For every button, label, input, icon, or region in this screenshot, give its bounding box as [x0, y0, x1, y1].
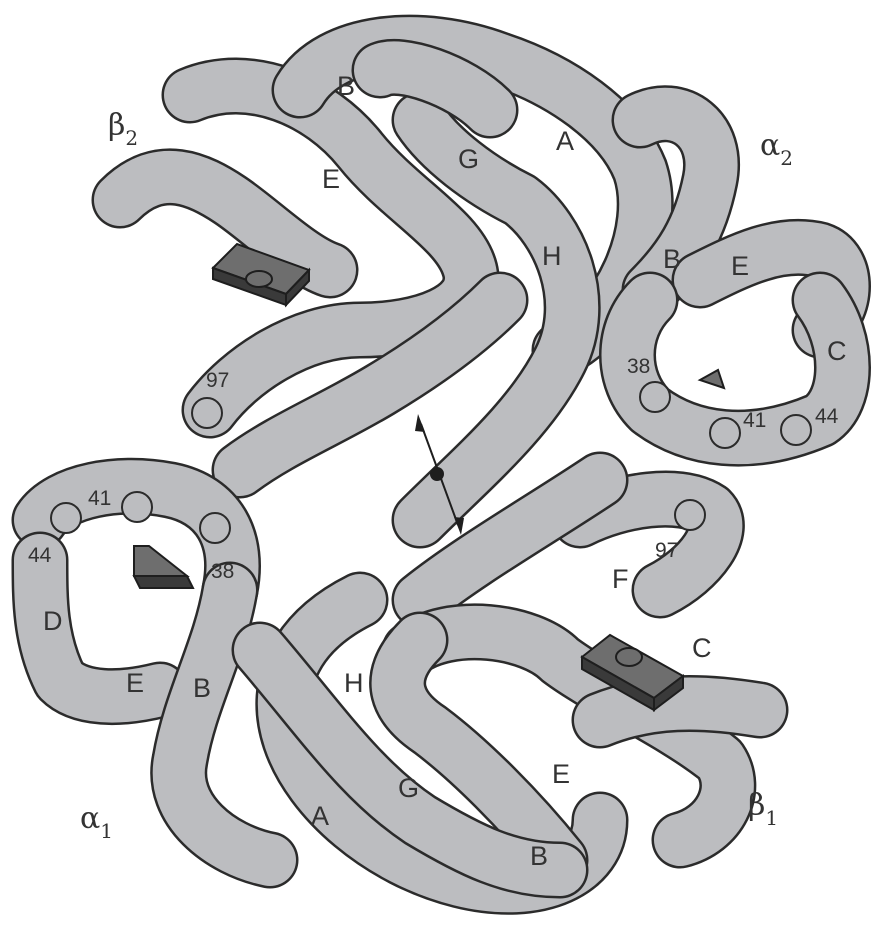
helix-label: F	[612, 564, 629, 594]
helix-label: D	[43, 606, 63, 636]
helix-segment-fill	[234, 624, 586, 896]
helix-label: B	[663, 244, 681, 274]
helix-label: H	[542, 241, 562, 271]
residue-number: 97	[655, 539, 678, 562]
residue-marker	[780, 414, 812, 446]
helix-label: E	[552, 759, 570, 789]
helix-segment-fill	[394, 94, 599, 546]
helix-segment-fill	[94, 150, 356, 296]
residue-marker	[639, 381, 671, 413]
residue-number: 41	[743, 409, 766, 432]
residue-marker	[709, 417, 741, 449]
residue-marker	[121, 491, 153, 523]
helix-label: B	[193, 673, 211, 703]
helix-segment-fill	[14, 534, 186, 723]
helix-segment-fill	[601, 274, 869, 465]
helix-segment-fill	[371, 614, 586, 886]
residue-marker	[191, 397, 223, 429]
helix-label: G	[458, 144, 479, 174]
heme-group-icon	[211, 242, 311, 308]
helix-label: H	[344, 668, 364, 698]
helix-segment-fill	[152, 564, 296, 886]
helix-segment-fill	[554, 473, 743, 616]
helix-label: A	[556, 126, 574, 156]
residue-number: 38	[627, 355, 650, 378]
helix-segment-fill	[214, 274, 526, 496]
helix-label: G	[398, 773, 419, 803]
helix-label: B	[337, 71, 355, 101]
residue-marker	[199, 512, 231, 544]
residue-number: 44	[28, 544, 52, 567]
two-headed-arrow-icon	[415, 414, 464, 535]
chain-label-beta1: β1	[748, 788, 778, 830]
helix-label: E	[322, 164, 340, 194]
chain-label-alpha1: α1	[80, 801, 113, 843]
helix-label: E	[731, 251, 749, 281]
polypeptide-backbone	[11, 14, 871, 915]
chain-label-beta2: β2	[108, 108, 138, 150]
helix-segment-fill	[354, 41, 516, 136]
residue-number: 97	[206, 369, 229, 392]
heme-group-icon	[697, 368, 726, 390]
helix-label: C	[692, 633, 712, 663]
residue-number: 38	[211, 560, 234, 583]
residue-marker	[674, 499, 706, 531]
residue-marker	[50, 502, 82, 534]
helix-label: A	[311, 801, 329, 831]
residue-number: 41	[88, 487, 111, 510]
helix-segment-fill	[574, 677, 786, 746]
residue-number: 44	[815, 405, 839, 428]
heme-group-icon	[132, 545, 195, 589]
heme-group-icon	[580, 633, 685, 713]
helix-label: B	[530, 841, 548, 871]
helix-segment-fill	[394, 454, 626, 626]
helix-label: C	[827, 336, 847, 366]
helix-segment-fill	[614, 87, 738, 316]
helix-label: E	[126, 668, 144, 698]
chain-label-alpha2: α2	[760, 128, 793, 170]
helix-segment-fill	[14, 460, 259, 616]
